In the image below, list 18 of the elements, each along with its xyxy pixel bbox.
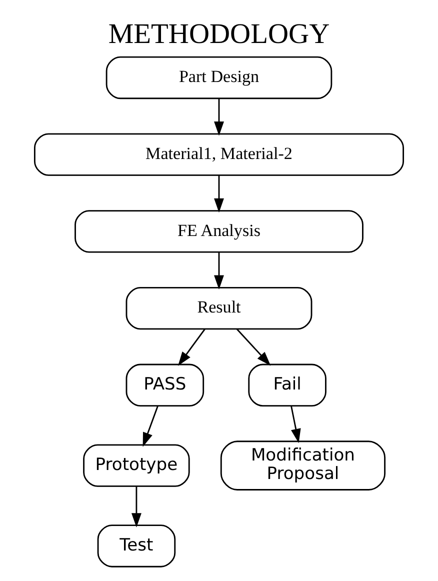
arrow xyxy=(236,328,271,366)
arrow xyxy=(214,175,224,213)
node-box: Test xyxy=(97,524,176,568)
arrow xyxy=(178,328,206,366)
node-box: PASS xyxy=(126,364,204,406)
node-box: FE Analysis xyxy=(74,210,364,253)
arrow xyxy=(214,98,224,136)
node-box: Material1, Material-2 xyxy=(34,133,404,176)
node-box: Result xyxy=(126,286,312,330)
node-box: Modification Proposal xyxy=(220,440,386,490)
node-box: Fail xyxy=(248,364,326,406)
node-box: Part Design xyxy=(106,56,332,100)
arrow xyxy=(142,406,158,447)
diagram-title: METHODOLOGY xyxy=(108,18,330,50)
node-box: Prototype xyxy=(83,444,190,487)
arrow xyxy=(131,486,142,528)
arrow xyxy=(290,406,301,444)
arrow xyxy=(214,252,224,290)
